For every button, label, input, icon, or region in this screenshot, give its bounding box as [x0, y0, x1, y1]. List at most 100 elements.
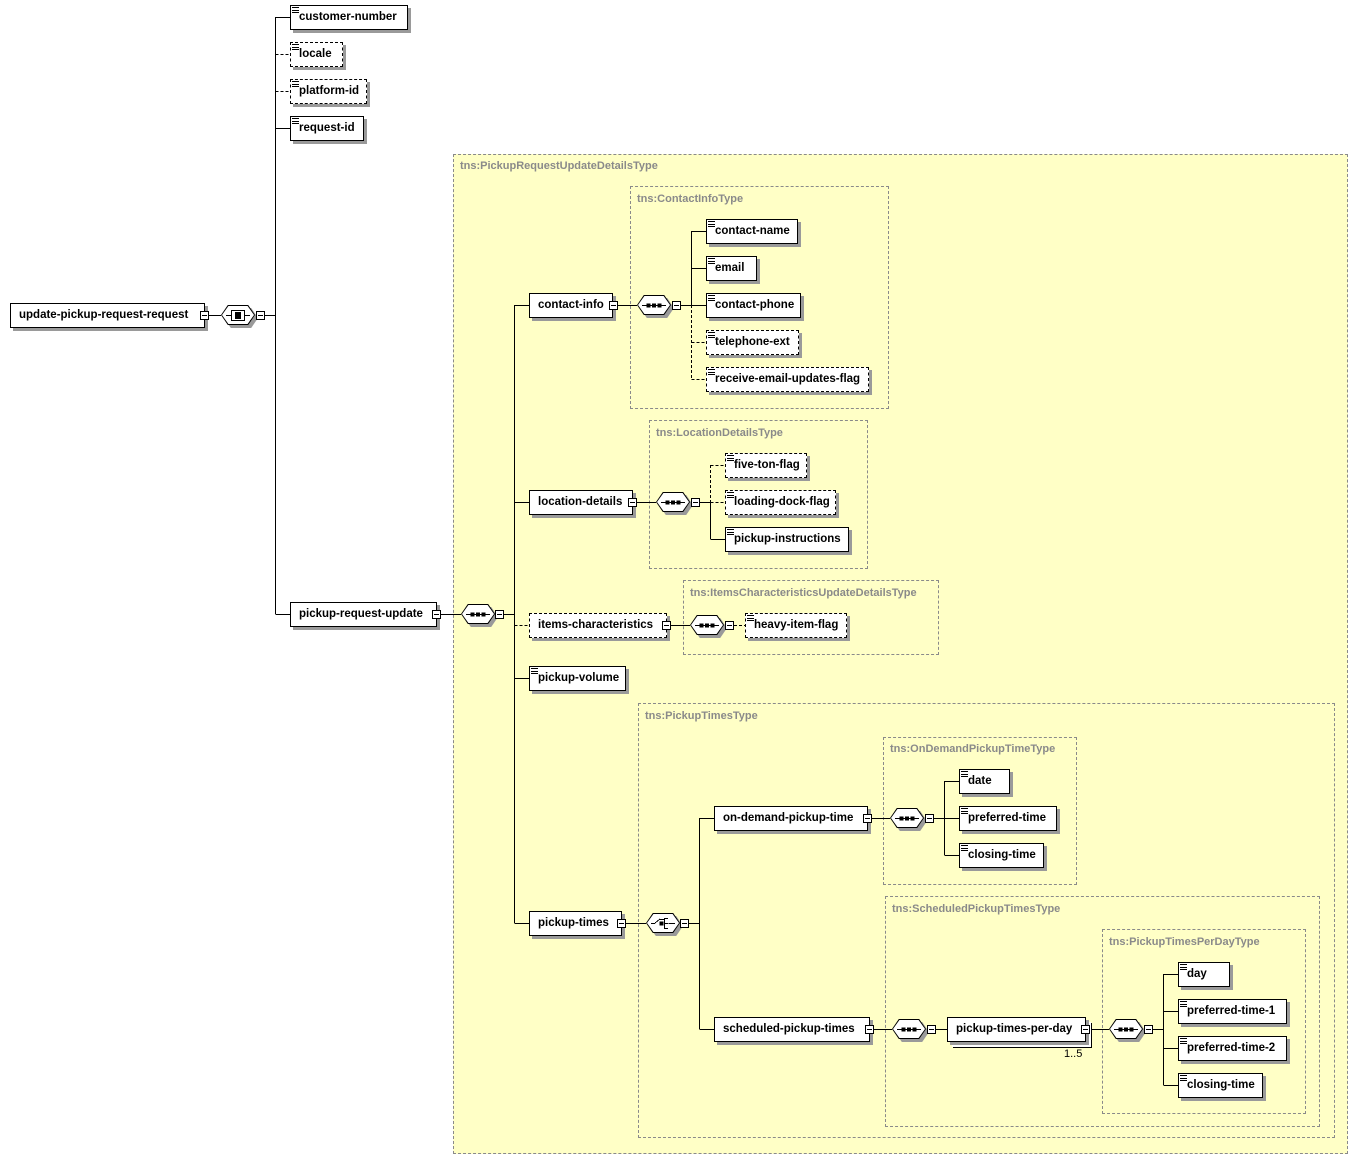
element-label: on-demand-pickup-time [723, 812, 854, 824]
element-location-details[interactable]: location-details [529, 490, 633, 515]
element-label: pickup-request-update [299, 608, 423, 620]
element-loading-dock-flag[interactable]: loading-dock-flag [725, 490, 836, 515]
element-pickup-request-update[interactable]: pickup-request-update [290, 602, 437, 627]
sequence-compositor-location-toggle[interactable] [691, 498, 700, 507]
sequence-compositor-per-day[interactable] [1109, 1019, 1147, 1043]
element-pickup-times-per-day[interactable]: pickup-times-per-day [947, 1017, 1086, 1042]
sequence-compositor-contact[interactable] [637, 295, 675, 319]
element-request-id[interactable]: request-id [290, 116, 364, 141]
sequence-compositor-update-toggle[interactable] [495, 610, 504, 619]
element-per-day-closing-time[interactable]: closing-time [1178, 1073, 1263, 1098]
element-preferred-time[interactable]: preferred-time [959, 806, 1057, 831]
element-contact-name[interactable]: contact-name [706, 219, 798, 244]
root-element-label: update-pickup-request-request [19, 309, 189, 321]
sequence-compositor-on-demand[interactable] [890, 808, 928, 832]
choice-compositor-pickup-times-toggle[interactable] [680, 919, 689, 928]
element-five-ton-flag[interactable]: five-ton-flag [725, 453, 807, 478]
element-contact-info[interactable]: contact-info [529, 293, 613, 318]
choice-compositor-icon [651, 918, 675, 929]
sequence-compositor-scheduled[interactable] [892, 1019, 930, 1043]
element-label: receive-email-updates-flag [715, 373, 861, 385]
element-annotation-icon [1180, 1075, 1187, 1081]
element-annotation-icon [708, 332, 715, 338]
element-annotation-icon [292, 44, 299, 50]
element-label: locale [299, 48, 332, 60]
element-label: location-details [538, 496, 623, 508]
items-characteristics-toggle[interactable] [662, 621, 671, 630]
contact-info-toggle[interactable] [609, 301, 618, 310]
sequence-compositor-update[interactable] [461, 604, 499, 628]
sequence-compositor-on-demand-toggle[interactable] [925, 814, 934, 823]
element-label: pickup-times-per-day [956, 1023, 1073, 1035]
element-annotation-icon [961, 771, 968, 777]
choice-compositor-pickup-times[interactable] [646, 913, 684, 937]
element-label: preferred-time-2 [1187, 1042, 1276, 1054]
type-label-pickup-request-update-details: tns:PickupRequestUpdateDetailsType [460, 160, 658, 172]
sequence-compositor-icon [695, 623, 719, 628]
element-annotation-icon [292, 81, 299, 87]
element-items-characteristics[interactable]: items-characteristics [529, 613, 667, 638]
sequence-compositor-icon [661, 500, 685, 505]
element-annotation-icon [708, 369, 715, 375]
on-demand-pickup-time-toggle[interactable] [863, 814, 872, 823]
type-box-pickup-times [638, 703, 1335, 1138]
element-email[interactable]: email [706, 256, 757, 281]
element-heavy-item-flag[interactable]: heavy-item-flag [745, 613, 847, 638]
sequence-compositor-icon [1114, 1027, 1138, 1032]
root-element[interactable]: update-pickup-request-request [10, 303, 205, 328]
all-compositor-root[interactable] [221, 305, 259, 329]
type-label-on-demand: tns:OnDemandPickupTimeType [890, 743, 1056, 755]
element-label: scheduled-pickup-times [723, 1023, 855, 1035]
type-box-per-day [1102, 929, 1306, 1114]
element-scheduled-pickup-times[interactable]: scheduled-pickup-times [714, 1017, 870, 1042]
sequence-compositor-items[interactable] [690, 615, 728, 639]
element-on-demand-pickup-time[interactable]: on-demand-pickup-time [714, 806, 868, 831]
element-annotation-icon [708, 258, 715, 264]
location-details-toggle[interactable] [628, 498, 637, 507]
sequence-compositor-icon [642, 303, 666, 308]
element-pickup-volume[interactable]: pickup-volume [529, 666, 626, 691]
element-locale[interactable]: locale [290, 42, 343, 67]
root-collapse-toggle[interactable] [200, 311, 209, 320]
element-label: pickup-volume [538, 672, 620, 684]
pickup-times-toggle[interactable] [617, 919, 626, 928]
element-label: contact-name [715, 225, 790, 237]
element-preferred-time-1[interactable]: preferred-time-1 [1178, 999, 1287, 1024]
element-pickup-instructions[interactable]: pickup-instructions [725, 527, 849, 552]
element-annotation-icon [961, 808, 968, 814]
sequence-compositor-contact-toggle[interactable] [672, 301, 681, 310]
element-label: closing-time [968, 849, 1036, 861]
sequence-compositor-per-day-toggle[interactable] [1144, 1025, 1153, 1034]
element-telephone-ext[interactable]: telephone-ext [706, 330, 799, 355]
scheduled-pickup-times-toggle[interactable] [865, 1025, 874, 1034]
element-customer-number[interactable]: customer-number [290, 5, 408, 30]
sequence-compositor-items-toggle[interactable] [725, 621, 734, 630]
element-annotation-icon [708, 295, 715, 301]
type-box-location-details [649, 420, 868, 569]
sequence-compositor-scheduled-toggle[interactable] [927, 1025, 936, 1034]
all-compositor-root-toggle[interactable] [256, 311, 265, 320]
pickup-request-update-toggle[interactable] [432, 610, 441, 619]
sequence-compositor-location[interactable] [656, 492, 694, 516]
element-label: pickup-times [538, 917, 609, 929]
element-closing-time[interactable]: closing-time [959, 843, 1044, 868]
element-label: heavy-item-flag [754, 619, 839, 631]
element-annotation-icon [292, 7, 299, 13]
element-annotation-icon [727, 455, 734, 461]
element-preferred-time-2[interactable]: preferred-time-2 [1178, 1036, 1287, 1061]
type-label-pickup-times: tns:PickupTimesType [645, 710, 758, 722]
element-contact-phone[interactable]: contact-phone [706, 293, 801, 318]
type-box-contact-info [630, 186, 889, 409]
pickup-times-per-day-toggle[interactable] [1081, 1025, 1090, 1034]
sequence-compositor-icon [897, 1027, 921, 1032]
element-pickup-times[interactable]: pickup-times [529, 911, 622, 936]
element-platform-id[interactable]: platform-id [290, 79, 367, 104]
element-label: platform-id [299, 85, 360, 97]
element-annotation-icon [292, 118, 299, 124]
element-receive-email-updates-flag[interactable]: receive-email-updates-flag [706, 367, 869, 392]
element-date[interactable]: date [959, 769, 1010, 794]
element-annotation-icon [961, 845, 968, 851]
element-day[interactable]: day [1178, 962, 1230, 987]
